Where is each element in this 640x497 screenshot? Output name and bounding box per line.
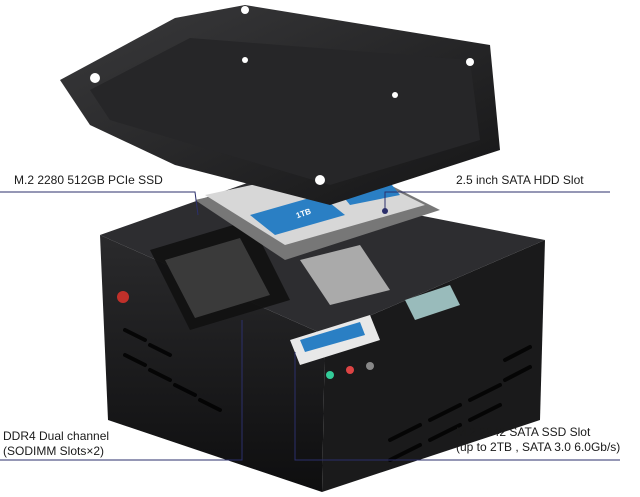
callout-sata-ssd-line1: M.2 2242 SATA SSD Slot <box>456 425 591 439</box>
callout-hdd-slot: 2.5 inch SATA HDD Slot <box>456 173 584 187</box>
device-chassis <box>100 182 545 492</box>
callout-ddr4-line1: DDR4 Dual channel <box>3 429 110 443</box>
power-button-icon <box>117 291 129 303</box>
callout-ddr4-line2: (SODIMM Slots×2) <box>3 444 105 458</box>
callout-lines <box>0 191 620 461</box>
callout-sata-ssd-line2: (up to 2TB , SATA 3.0 6.0Gb/s) <box>456 440 621 454</box>
callout-ssd-pcie: M.2 2280 512GB PCIe SSD <box>14 173 163 187</box>
top-lid <box>60 5 500 205</box>
callout-dot <box>382 208 388 214</box>
